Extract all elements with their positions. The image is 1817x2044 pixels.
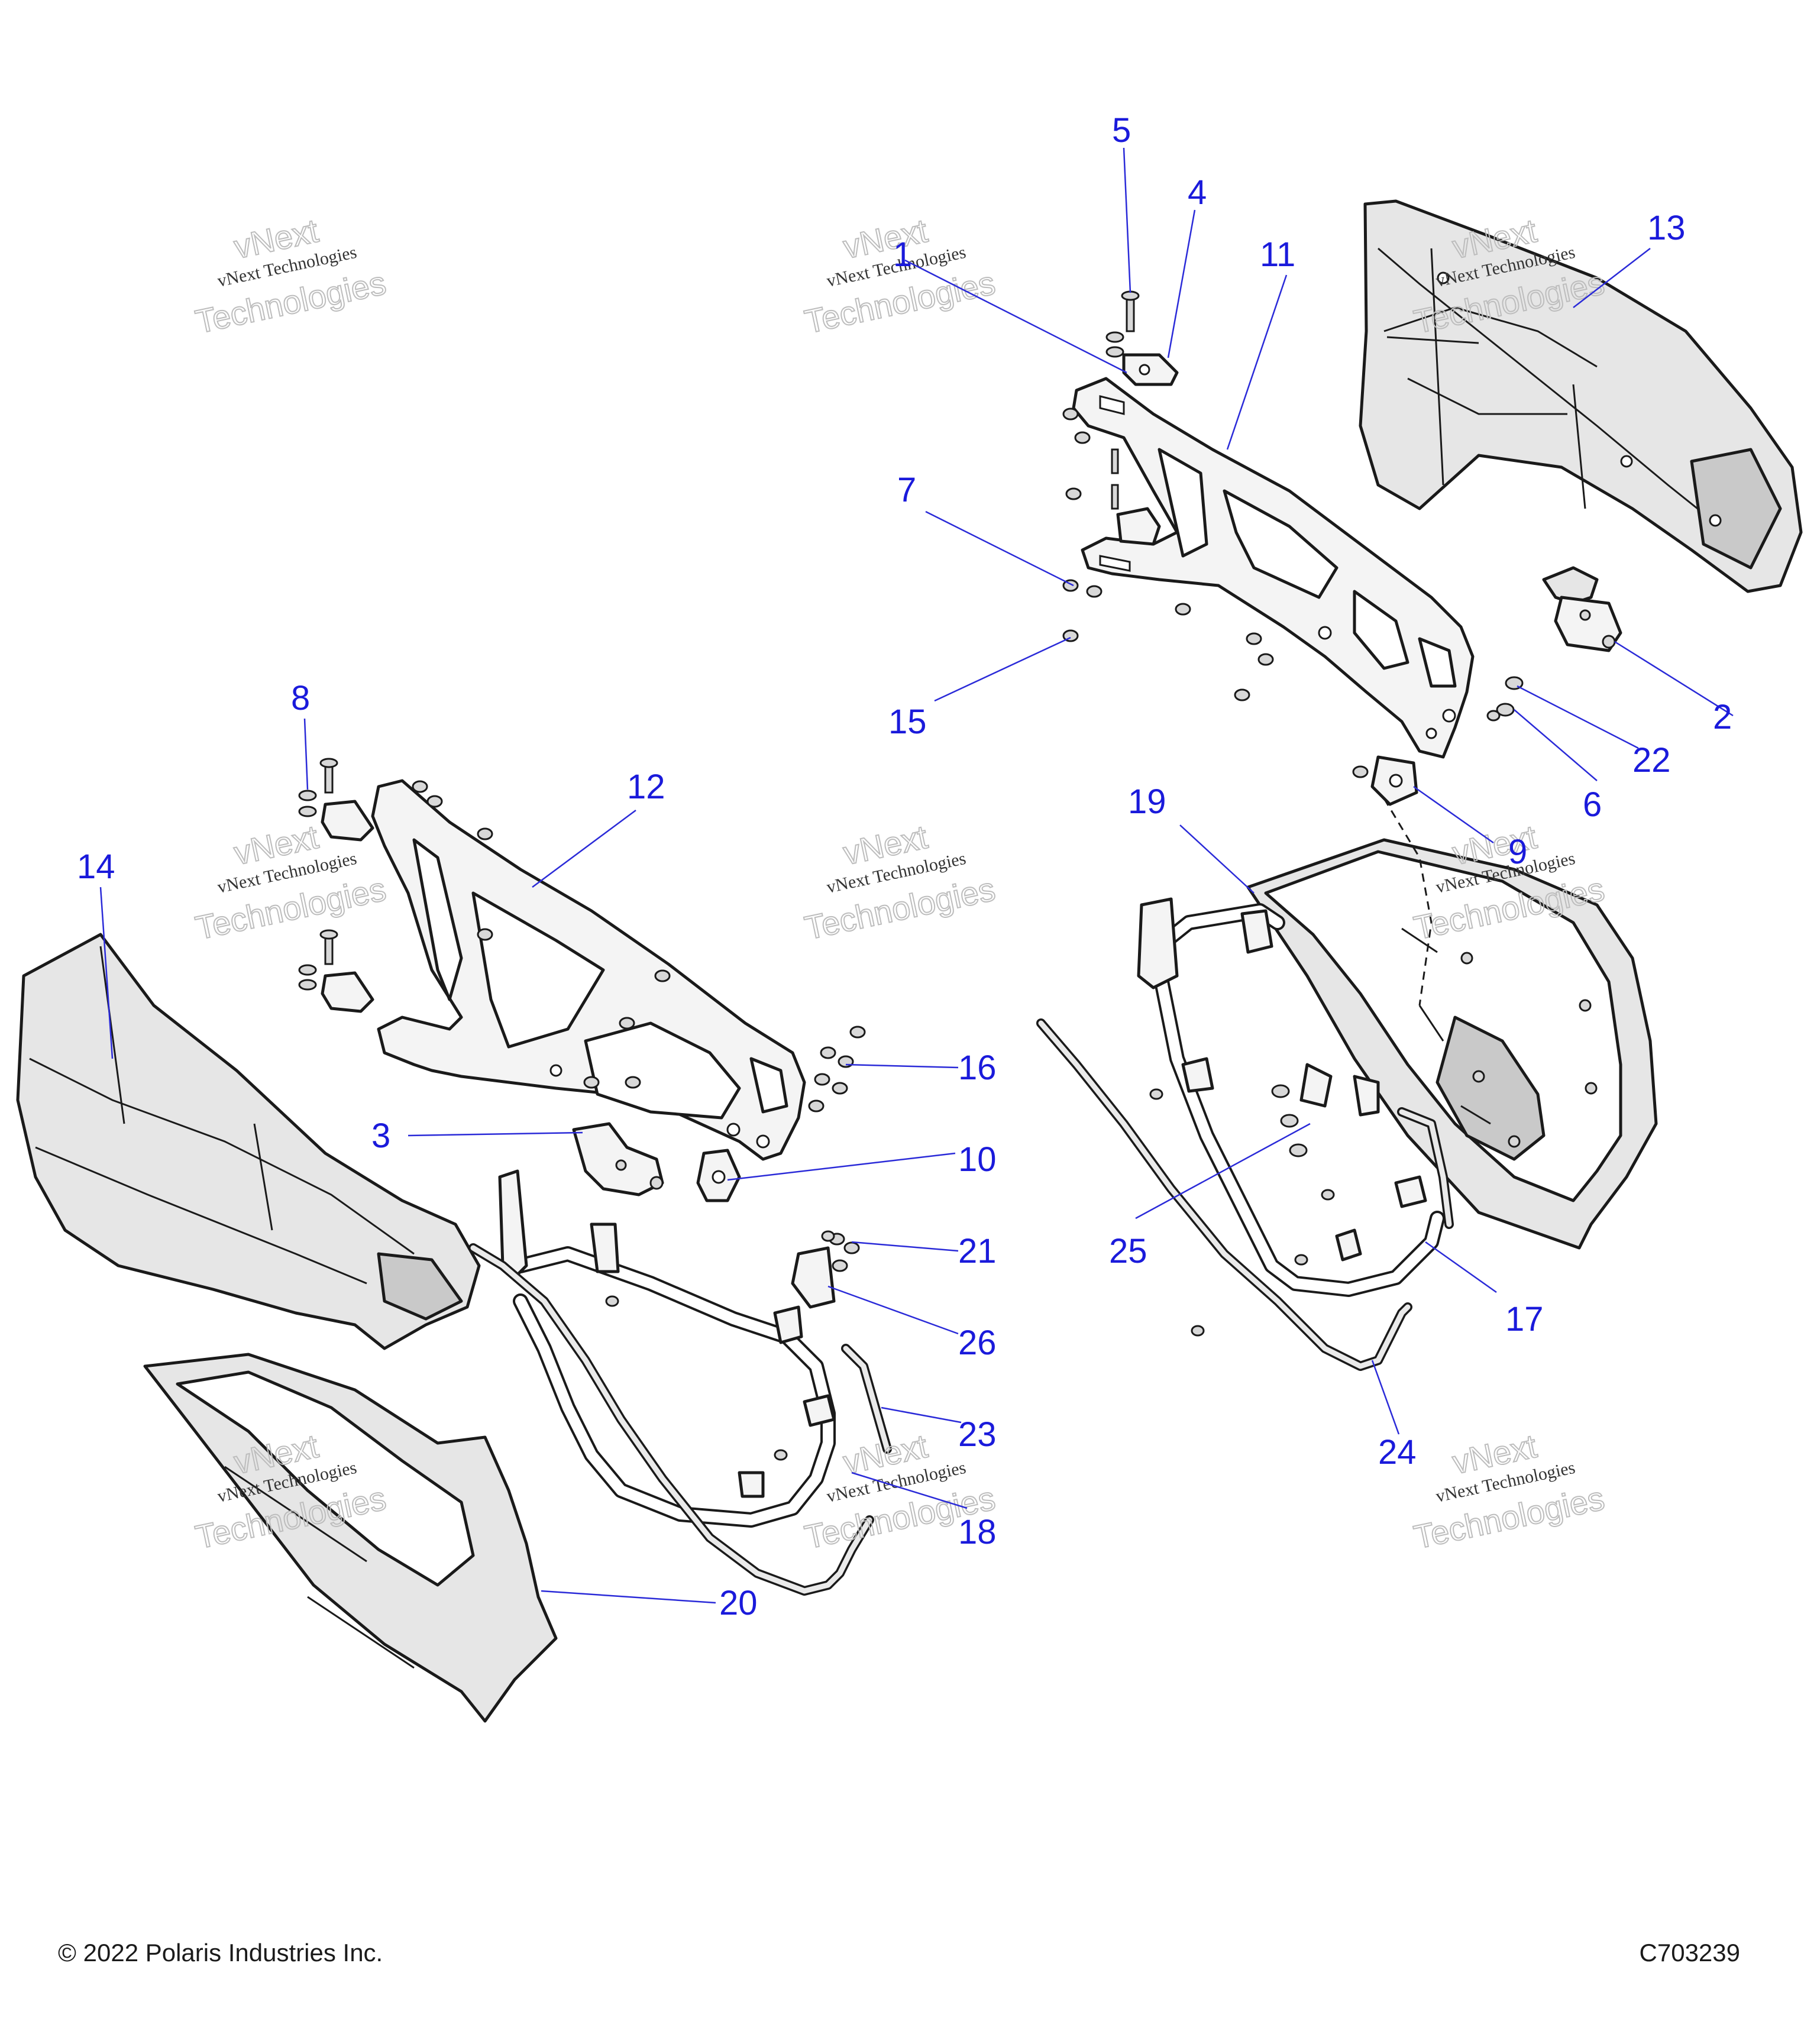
callout-5: 5 bbox=[1112, 111, 1131, 150]
leader-22 bbox=[1517, 685, 1639, 749]
leader-10 bbox=[727, 1152, 956, 1181]
callout-12: 12 bbox=[627, 768, 665, 806]
leader-9 bbox=[1413, 785, 1494, 844]
callout-10: 10 bbox=[958, 1140, 997, 1179]
part-23-seal-short bbox=[841, 1344, 892, 1454]
leader-24 bbox=[1371, 1360, 1400, 1435]
callout-20: 20 bbox=[719, 1584, 758, 1622]
callout-14: 14 bbox=[77, 848, 115, 886]
callout-7: 7 bbox=[897, 471, 916, 509]
part-10-striker-left bbox=[696, 1149, 741, 1202]
part-16-screws-left bbox=[808, 1026, 866, 1112]
part-13-rear-door-panel bbox=[1359, 199, 1803, 593]
leader-5 bbox=[1123, 147, 1131, 293]
part-7-hinge-lower-right bbox=[1111, 448, 1161, 546]
leader-11 bbox=[1226, 274, 1288, 450]
leader-2 bbox=[1614, 641, 1734, 717]
part-2-latch bbox=[1542, 566, 1622, 652]
part-18-door-tube-left bbox=[498, 1169, 836, 1528]
leader-21 bbox=[851, 1241, 959, 1252]
part-26-hinge-bracket-left bbox=[791, 1230, 860, 1309]
leader-23 bbox=[881, 1406, 962, 1424]
part-19-lower-door-panel-right bbox=[1246, 798, 1658, 1250]
callout-3: 3 bbox=[371, 1117, 390, 1155]
callout-24: 24 bbox=[1378, 1433, 1417, 1471]
part-5-bolt-upper-right bbox=[1105, 290, 1140, 358]
watermark: vNext vNext Technologies Technologies bbox=[801, 817, 999, 947]
part-3-latch-left bbox=[572, 1122, 664, 1196]
leader-17 bbox=[1425, 1241, 1497, 1293]
callout-23: 23 bbox=[958, 1415, 997, 1454]
leader-lines bbox=[99, 147, 1734, 1604]
part-9-striker-plate-right bbox=[1370, 755, 1418, 806]
leader-12 bbox=[532, 809, 636, 888]
callout-19: 19 bbox=[1128, 782, 1166, 821]
callout-17: 17 bbox=[1505, 1300, 1544, 1338]
leader-18 bbox=[851, 1471, 968, 1509]
figure-code: C703239 bbox=[1639, 1939, 1740, 1967]
part-12-door-frame-left bbox=[371, 779, 806, 1161]
leader-7 bbox=[925, 510, 1074, 587]
leader-1 bbox=[904, 259, 1127, 374]
callout-2: 2 bbox=[1713, 698, 1732, 736]
leader-3 bbox=[408, 1131, 583, 1137]
callout-26: 26 bbox=[958, 1324, 997, 1362]
leader-8 bbox=[303, 718, 309, 790]
callout-6: 6 bbox=[1583, 785, 1602, 824]
leader-25 bbox=[1135, 1123, 1311, 1220]
leader-6 bbox=[1514, 709, 1598, 781]
part-25-hinge-bracket-right bbox=[1149, 1063, 1380, 1337]
part-11-door-frame-right bbox=[1072, 377, 1475, 759]
leader-19 bbox=[1179, 824, 1255, 894]
callout-8: 8 bbox=[291, 679, 310, 717]
callout-11: 11 bbox=[1260, 235, 1295, 274]
leader-26 bbox=[827, 1285, 959, 1335]
callout-9: 9 bbox=[1508, 833, 1527, 871]
leader-15 bbox=[934, 636, 1071, 702]
callout-labels: 1 2 3 4 5 6 7 8 9 10 11 12 13 14 15 16 1… bbox=[77, 111, 1732, 1622]
callout-25: 25 bbox=[1109, 1232, 1147, 1270]
part-20-lower-panel-left bbox=[143, 1353, 558, 1723]
part-17-door-tube-right bbox=[1137, 897, 1445, 1297]
part-8-hinge-and-bolt-left bbox=[298, 758, 671, 1089]
seal-strip-left-long bbox=[468, 1243, 874, 1596]
fasteners-right-frame bbox=[1062, 407, 1524, 778]
callout-15: 15 bbox=[888, 703, 927, 741]
watermark: vNext vNext Technologies Technologies bbox=[192, 211, 390, 341]
leader-16 bbox=[845, 1063, 959, 1069]
part-24-seal-right-long bbox=[1036, 1018, 1412, 1371]
callout-13: 13 bbox=[1647, 209, 1686, 247]
leader-14 bbox=[99, 887, 114, 1059]
seal-strip-right-short bbox=[1397, 1107, 1454, 1229]
callout-4: 4 bbox=[1188, 173, 1207, 212]
copyright-text: © 2022 Polaris Industries Inc. bbox=[58, 1939, 383, 1967]
leader-13 bbox=[1573, 248, 1651, 308]
callout-1: 1 bbox=[893, 235, 912, 274]
part-4-hinge-upper-right bbox=[1122, 353, 1179, 386]
callout-16: 16 bbox=[958, 1049, 997, 1087]
watermark: vNext vNext Technologies Technologies bbox=[1410, 1427, 1608, 1557]
callout-22: 22 bbox=[1632, 741, 1671, 780]
part-14-door-panel-front bbox=[16, 933, 481, 1350]
callout-21: 21 bbox=[958, 1232, 997, 1270]
leader-20 bbox=[541, 1590, 716, 1604]
leader-4 bbox=[1167, 209, 1196, 358]
callout-18: 18 bbox=[958, 1513, 997, 1551]
